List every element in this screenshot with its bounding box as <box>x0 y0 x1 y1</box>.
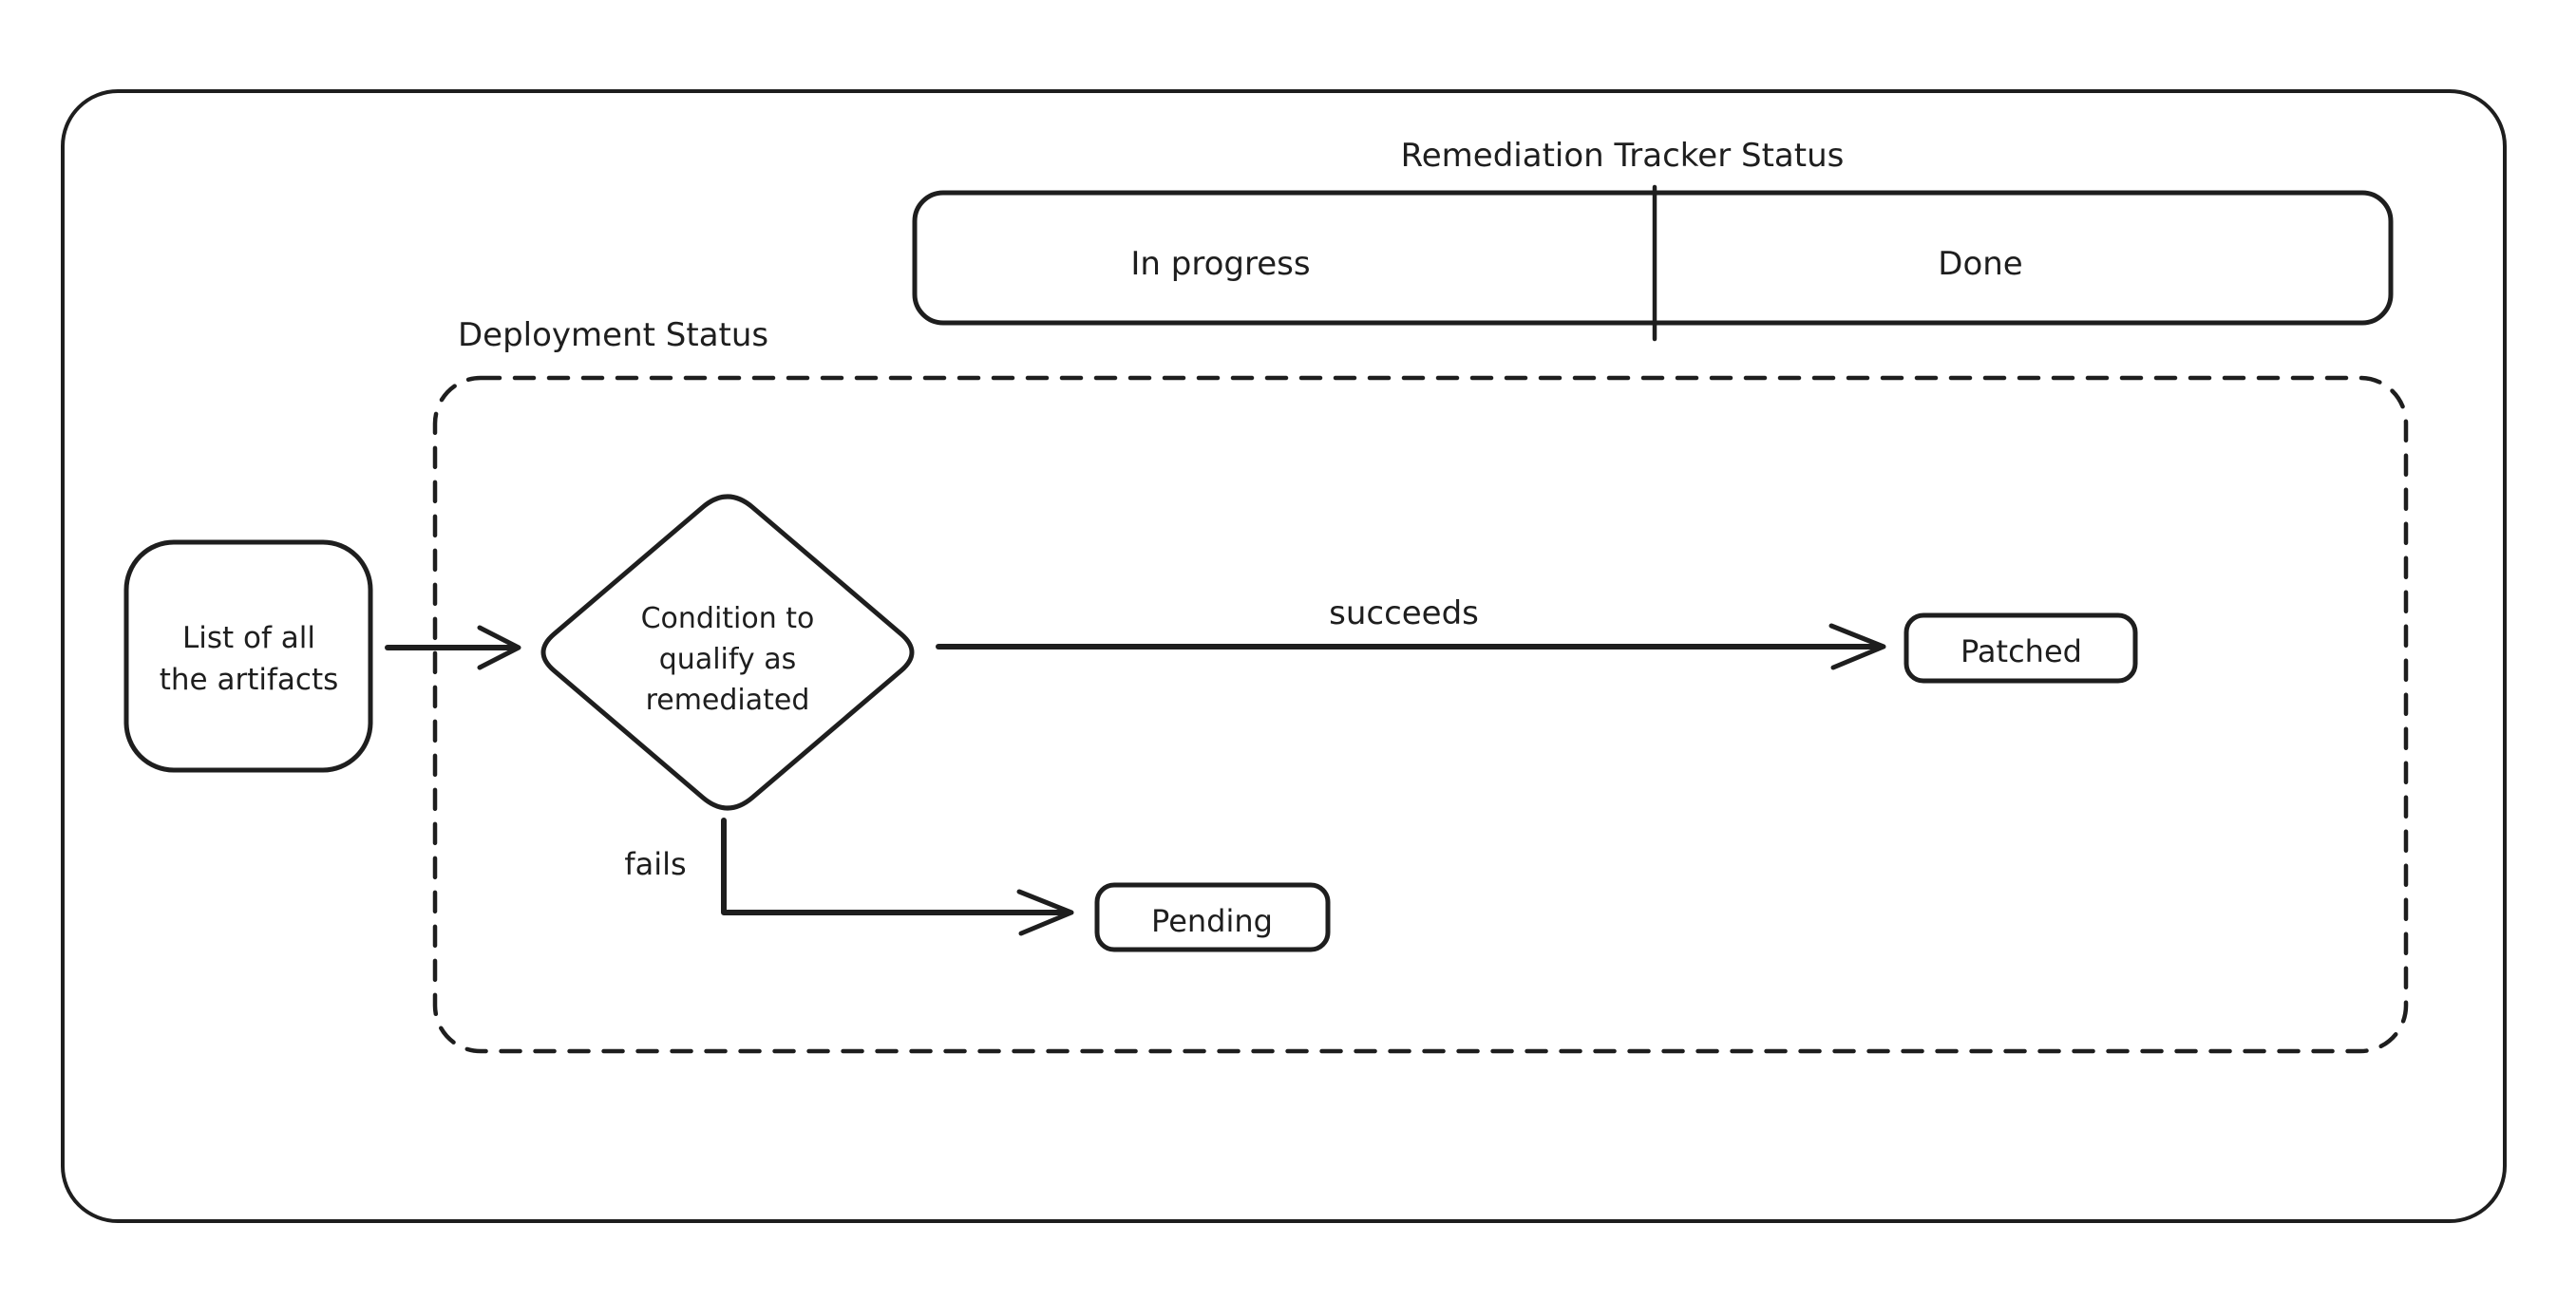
pending-node: Pending <box>1094 882 1331 952</box>
decision-label-line1: Condition to <box>641 602 815 635</box>
tracker-title: Remediation Tracker Status <box>1401 137 1845 175</box>
arrow-succeeds: succeeds <box>936 594 1886 670</box>
deployment-section: Deployment Status <box>432 316 2409 1054</box>
patched-label: Patched <box>1960 633 2082 669</box>
artifacts-node: List of all the artifacts <box>123 539 373 773</box>
patched-box <box>1904 612 2138 684</box>
artifacts-label-line2: the artifacts <box>160 663 339 697</box>
arrow-artifacts-to-decision <box>385 625 521 670</box>
arrowhead-icon <box>477 625 521 670</box>
arrowhead-icon <box>1016 889 1074 936</box>
deployment-status-label: Deployment Status <box>458 316 768 354</box>
decision-label-line3: remediated <box>646 684 810 717</box>
decision-diamond <box>540 494 915 811</box>
tracker-column-in-progress: In progress <box>1130 245 1310 283</box>
patched-node: Patched <box>1904 612 2138 684</box>
pending-box <box>1094 882 1331 952</box>
tracker-section: Remediation Tracker Status In progress D… <box>912 137 2394 342</box>
arrowhead-icon <box>1828 623 1886 670</box>
decision-label-line2: qualify as <box>659 643 796 676</box>
deployment-dashed-boundary <box>432 375 2409 1054</box>
pending-label: Pending <box>1151 903 1273 939</box>
artifacts-label-line1: List of all <box>182 621 315 655</box>
artifacts-box <box>123 539 373 773</box>
succeeds-edge-label: succeeds <box>1329 594 1479 632</box>
decision-node: Condition to qualify as remediated <box>540 494 915 811</box>
arrow-fails: fails <box>624 818 1074 936</box>
arrow-shaft <box>721 818 1072 915</box>
tracker-column-done: Done <box>1938 245 2022 283</box>
fails-edge-label: fails <box>624 846 686 882</box>
outer-frame <box>61 89 2507 1223</box>
